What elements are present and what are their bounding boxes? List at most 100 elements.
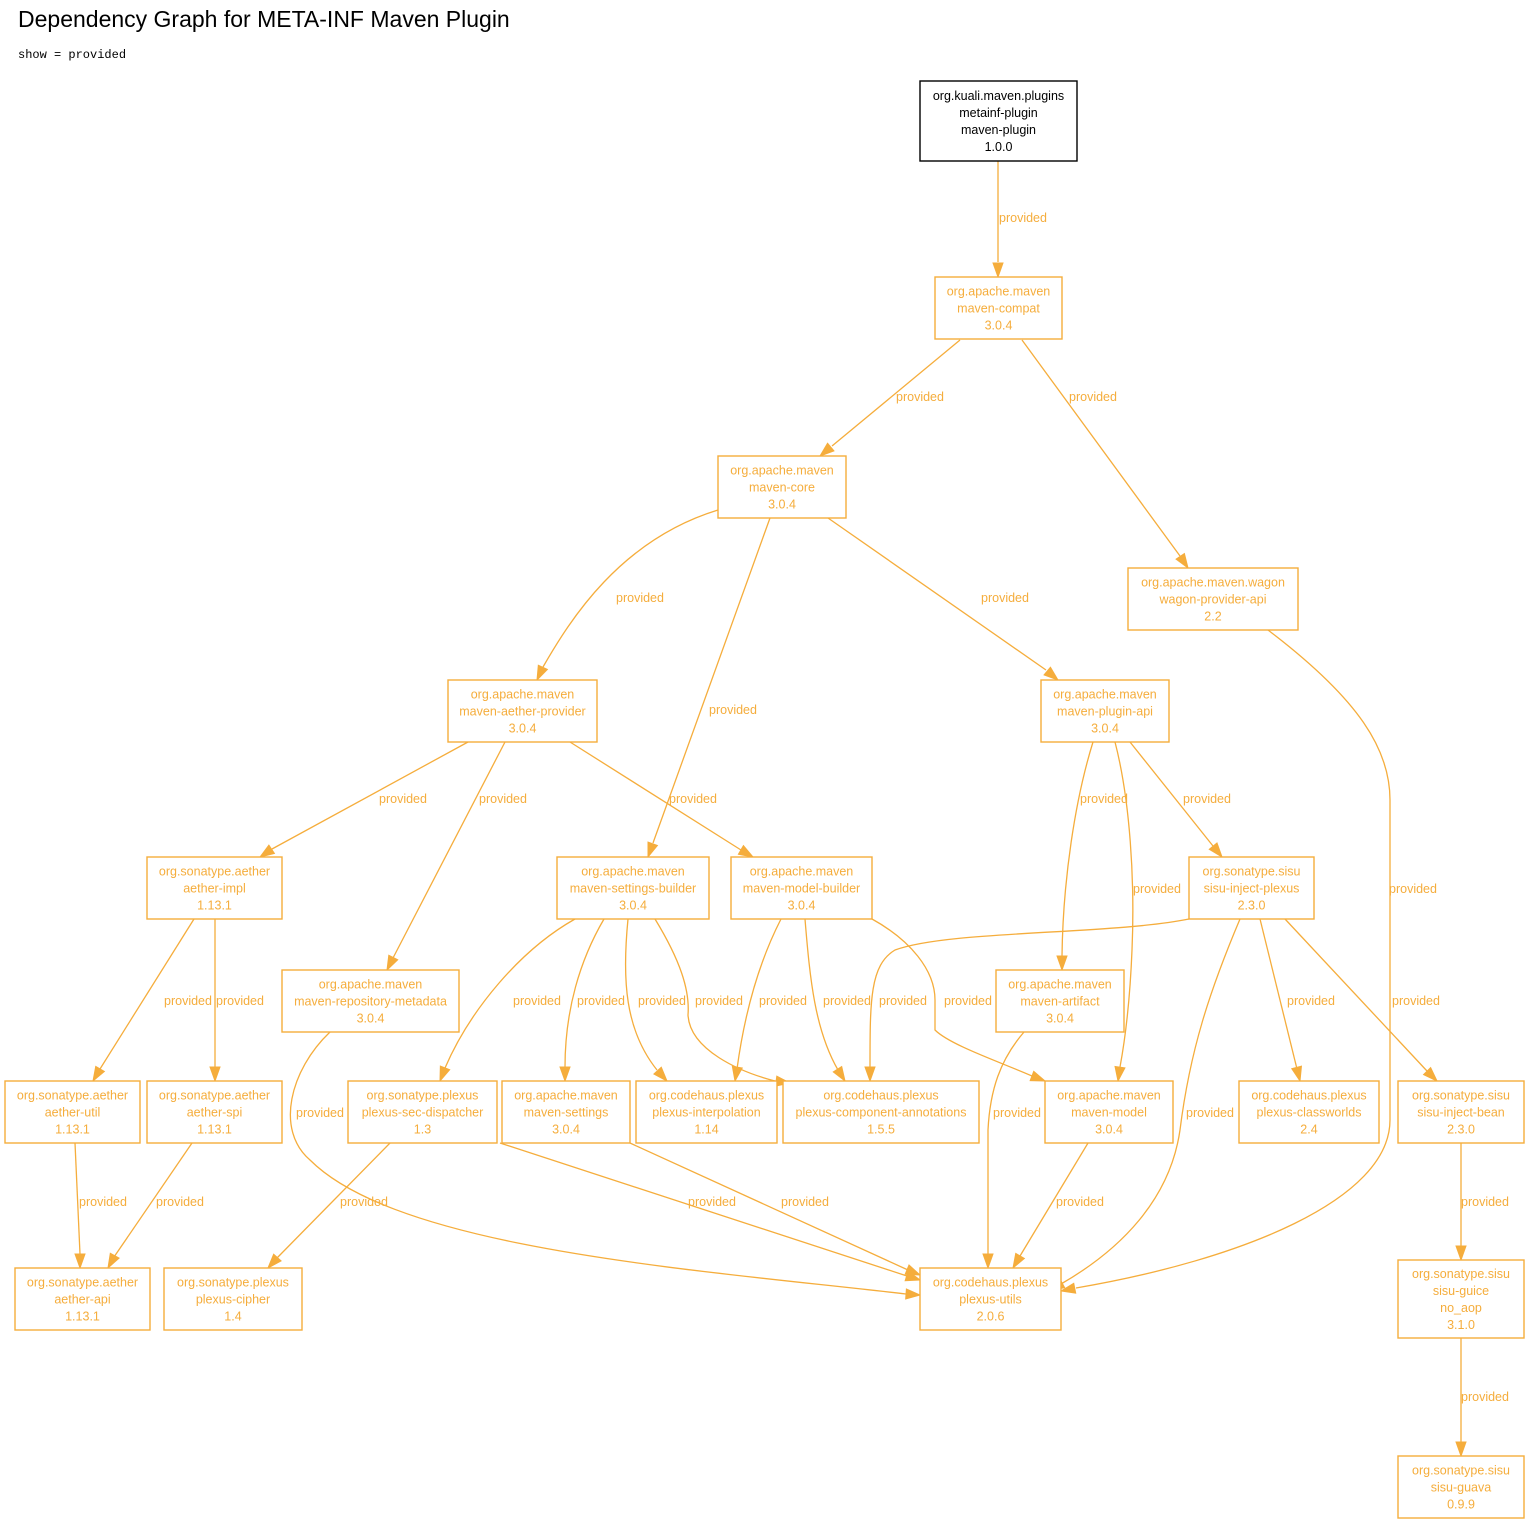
node-label-line: org.codehaus.plexus	[823, 1089, 938, 1103]
node-label-line: 1.0.0	[985, 140, 1013, 154]
edge-arrowhead	[439, 1065, 451, 1083]
edge-line	[1129, 741, 1214, 847]
node-label-line: aether-spi	[187, 1106, 243, 1120]
edge-label: provided	[1183, 792, 1231, 806]
node-label-line: 3.0.4	[985, 319, 1013, 333]
node-label-line: plexus-sec-dispatcher	[362, 1106, 484, 1120]
node-box	[919, 1267, 1062, 1331]
edge-label: provided	[616, 591, 664, 605]
edge-label: provided	[1287, 994, 1335, 1008]
dependency-edge: provided	[559, 918, 625, 1083]
node-label-line: org.kuali.maven.plugins	[933, 89, 1064, 103]
node-box	[1044, 1080, 1174, 1144]
node-label-line: org.apache.maven	[947, 285, 1051, 299]
edge-label: provided	[379, 792, 427, 806]
dependency-edge: provided	[536, 509, 719, 682]
edge-arrowhead	[1290, 1065, 1303, 1083]
edge-label: provided	[296, 1106, 344, 1120]
dependency-edge: provided	[871, 918, 1047, 1082]
dependency-edge: provided	[629, 1142, 922, 1276]
node-label-line: 1.4	[224, 1310, 241, 1324]
node-label-line: maven-settings-builder	[570, 882, 696, 896]
edge-label: provided	[164, 994, 212, 1008]
node-label-line: maven-plugin	[961, 123, 1036, 137]
edge-label: provided	[688, 1195, 736, 1209]
dependency-node-settingsbuilder[interactable]: org.apache.mavenmaven-settings-builder3.…	[556, 856, 710, 920]
node-label-line: maven-repository-metadata	[294, 995, 447, 1009]
node-label-line: plexus-interpolation	[652, 1106, 760, 1120]
node-label-line: org.sonatype.aether	[27, 1276, 138, 1290]
node-label-line: org.sonatype.aether	[159, 865, 270, 879]
dependency-node-annotations[interactable]: org.codehaus.plexus plexus-component-anno…	[782, 1080, 980, 1144]
dependency-edge: provided	[258, 741, 469, 858]
node-box	[281, 969, 460, 1033]
dependency-edge: provided	[1056, 741, 1128, 972]
dependency-edge: provided	[804, 918, 871, 1083]
edge-line	[74, 1142, 81, 1255]
dependency-edge: provided	[647, 517, 771, 859]
edge-line	[1075, 629, 1391, 1289]
dependency-edge: provided	[569, 741, 755, 858]
node-label-line: org.apache.maven	[750, 865, 854, 879]
node-label-line: 3.0.4	[509, 722, 537, 736]
node-label-line: 2.3.0	[1238, 899, 1266, 913]
edge-line	[869, 918, 1190, 1068]
page-subtitle: show = provided	[18, 48, 127, 62]
node-label-line: org.codehaus.plexus	[649, 1089, 764, 1103]
page-title: Dependency Graph for META-INF Maven Plug…	[18, 6, 510, 32]
edge-label: provided	[823, 994, 871, 1008]
node-label-line: maven-artifact	[1020, 995, 1100, 1009]
edge-label: provided	[896, 390, 944, 404]
edge-line	[1259, 918, 1298, 1070]
node-box	[1188, 856, 1315, 920]
dependency-node-aetherprov[interactable]: org.apache.mavenmaven-aether-provider3.0…	[447, 679, 598, 743]
edge-label: provided	[879, 994, 927, 1008]
node-label-line: org.sonatype.sisu	[1203, 865, 1301, 879]
edge-label: provided	[993, 1106, 1041, 1120]
node-label-line: org.apache.maven	[514, 1089, 618, 1103]
node-label-line: 3.0.4	[619, 899, 647, 913]
dependency-edge: provided	[1455, 1143, 1509, 1262]
dependency-node-wagon[interactable]: org.apache.maven.wagonwagon-provider-api…	[1127, 567, 1299, 631]
edge-label: provided	[1461, 1390, 1509, 1404]
edge-arrowhead	[1056, 955, 1068, 972]
edge-label: provided	[1389, 882, 1437, 896]
edge-arrowhead	[1114, 1065, 1126, 1083]
node-label-line: sisu-inject-bean	[1417, 1106, 1505, 1120]
node-label-line: 1.13.1	[55, 1123, 90, 1137]
nodes-layer: org.kuali.maven.pluginsmetainf-pluginmav…	[4, 80, 1525, 1519]
dependency-node-secdispatcher[interactable]: org.sonatype.plexusplexus-sec-dispatcher…	[347, 1080, 498, 1144]
edge-arrowhead	[1043, 666, 1060, 681]
node-label-line: org.apache.maven	[471, 688, 575, 702]
dependency-node-root[interactable]: org.kuali.maven.pluginsmetainf-pluginmav…	[919, 80, 1078, 162]
dependency-node-repometa[interactable]: org.apache.maven maven-repository-metadat…	[281, 969, 460, 1033]
node-label-line: org.apache.maven	[319, 978, 423, 992]
dependency-node-interpolation[interactable]: org.codehaus.plexusplexus-interpolation1…	[635, 1080, 778, 1144]
node-label-line: 3.0.4	[768, 498, 796, 512]
edge-arrowhead	[1175, 552, 1189, 570]
node-label-line: no_aop	[1440, 1301, 1482, 1315]
node-label-line: plexus-utils	[959, 1293, 1022, 1307]
node-box	[1127, 567, 1299, 631]
edge-arrowhead	[258, 844, 276, 858]
node-label-line: plexus-component-annotations	[796, 1106, 967, 1120]
